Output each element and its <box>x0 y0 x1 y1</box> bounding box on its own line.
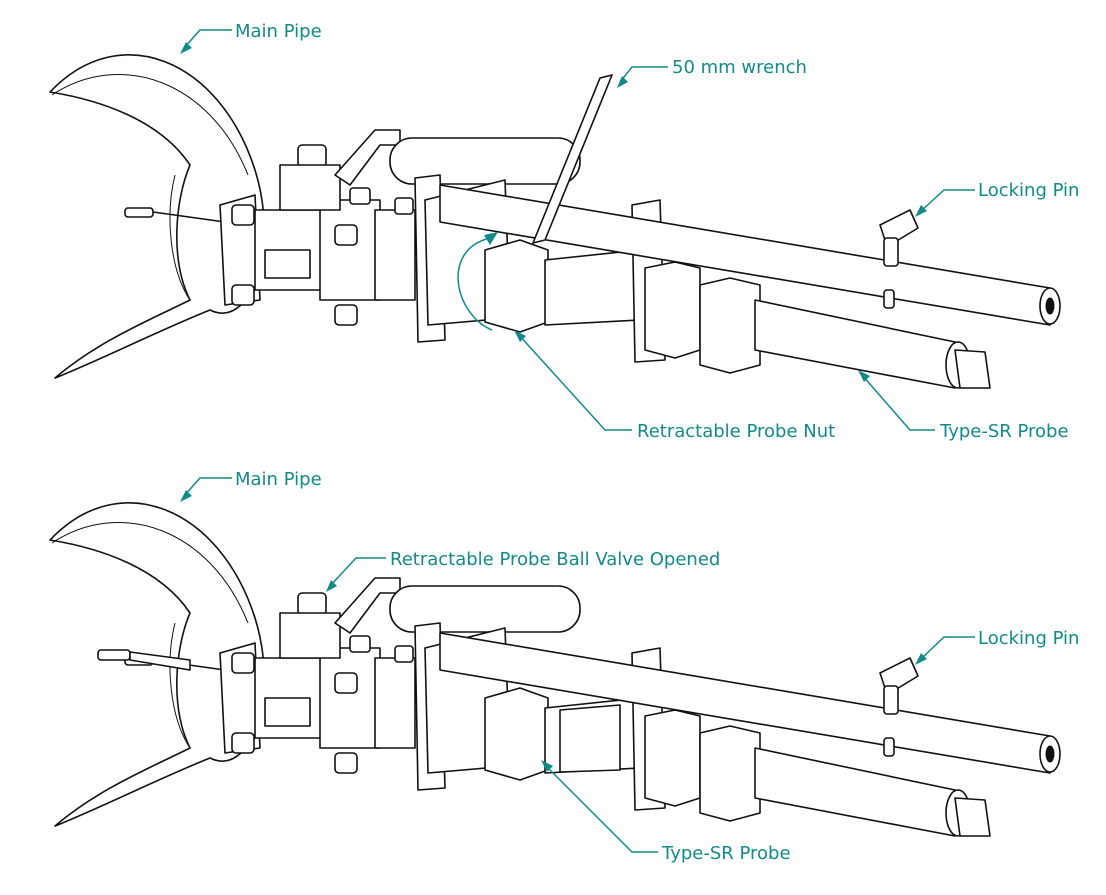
extended-probe-tip <box>97 649 131 661</box>
label-locking-pin-bottom: Locking Pin <box>978 628 1079 649</box>
top-assembly-drawing <box>49 54 1061 389</box>
label-probe-bottom: Type-SR Probe <box>661 843 791 864</box>
wrench-shape <box>532 74 613 244</box>
bottom-view: Main Pipe Retractable Probe Ball Valve O… <box>49 469 1079 864</box>
rotation-arrow <box>457 237 493 331</box>
label-probe-nut: Retractable Probe Nut <box>637 421 835 442</box>
label-wrench: 50 mm wrench <box>672 57 807 78</box>
top-view: Main Pipe 50 mm wrench Locking Pin Retra… <box>49 21 1079 442</box>
label-probe-top: Type-SR Probe <box>939 421 1069 442</box>
label-main-pipe-top: Main Pipe <box>235 21 322 42</box>
label-locking-pin-top: Locking Pin <box>978 180 1079 201</box>
label-ball-valve: Retractable Probe Ball Valve Opened <box>390 549 720 570</box>
label-main-pipe-bottom: Main Pipe <box>235 469 322 490</box>
